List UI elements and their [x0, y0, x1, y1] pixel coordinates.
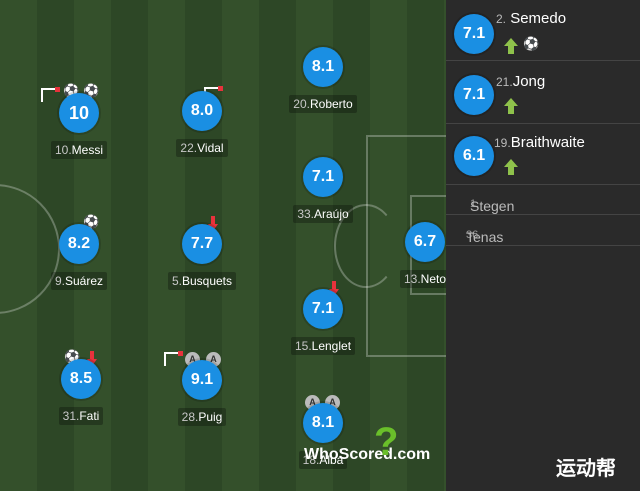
rating-badge: 8.0 [182, 91, 222, 131]
player-label: 10.Messi [19, 141, 139, 159]
player-label: 9.Suárez [19, 272, 139, 290]
rating-badge: 8.1 [303, 403, 343, 443]
player-fati[interactable]: ⚽ 8.5 31.Fati [21, 350, 141, 459]
player-neto[interactable]: 6.7 13.Neto [365, 222, 446, 322]
unused-row-tenas[interactable]: 36.Tenas [446, 215, 640, 246]
sub-name: 19.Braithwaite [494, 134, 585, 151]
player-vidal[interactable]: 8.0 22.Vidal [142, 86, 262, 191]
player-alba[interactable]: A A 8.1 18.Alba [263, 395, 383, 491]
rating-badge: 7.1 [454, 75, 494, 115]
rating-badge: 6.1 [454, 136, 494, 176]
sub-in-icon [504, 98, 518, 114]
player-messi[interactable]: ⚽ ⚽ 10 10.Messi [19, 84, 139, 193]
rating-badge: 6.7 [405, 222, 445, 262]
player-label: 22.Vidal [142, 139, 262, 157]
player-busquets[interactable]: 7.7 5.Busquets [142, 216, 262, 324]
player-label: 20.Roberto [263, 95, 383, 113]
player-label: 28.Puig [142, 408, 262, 426]
player-label: 15.Lenglet [263, 337, 383, 355]
player-label: 33.Araújo [263, 205, 383, 223]
corner-flag-icon [164, 351, 183, 366]
player-label: 13.Neto [365, 270, 446, 288]
rating-badge: 7.1 [303, 157, 343, 197]
goal-icon: ⚽ [523, 36, 540, 51]
logo-question-icon: ? [374, 420, 399, 464]
unused-row-stegen[interactable]: 1. Stegen [446, 184, 640, 215]
pitch: ⚽ ⚽ 10 10.Messi 8.0 22.Vidal 8.1 20.Robe… [0, 0, 446, 491]
player-label: 31.Fati [21, 407, 141, 425]
sub-name: 21.Jong [496, 73, 546, 90]
right-arc [334, 204, 398, 288]
player-label: 18.Alba [263, 451, 383, 469]
sub-in-icon [504, 159, 518, 175]
sub-in-icon [504, 38, 518, 54]
rating-badge: 7.1 [454, 14, 494, 54]
rating-badge: 9.1 [182, 360, 222, 400]
player-label: 5.Busquets [142, 272, 262, 290]
rating-badge: 8.1 [303, 47, 343, 87]
rating-badge: 8.2 [59, 224, 99, 264]
sub-row-braithwaite[interactable]: 6.1 19.Braithwaite [446, 124, 640, 185]
substitutes-panel: 7.1 2. Semedo ⚽ 7.1 21.Jong 6.1 19.Brait… [446, 0, 640, 491]
sub-row-semedo[interactable]: 7.1 2. Semedo ⚽ [446, 0, 640, 61]
player-lenglet[interactable]: 7.1 15.Lenglet [263, 281, 383, 389]
player-suarez[interactable]: ⚽ 8.2 9.Suárez [19, 215, 139, 324]
rating-badge: 8.5 [61, 359, 101, 399]
rating-badge: 7.7 [182, 224, 222, 264]
captain-flag-icon [41, 87, 60, 102]
watermark: 运动帮 [556, 458, 616, 480]
sub-row-jong[interactable]: 7.1 21.Jong [446, 63, 640, 124]
rating-badge: 7.1 [303, 289, 343, 329]
whoscored-logo: ? WhoScored.com [304, 420, 431, 464]
sub-name: 2. Semedo [496, 10, 567, 27]
player-puig[interactable]: A A 9.1 28.Puig [142, 351, 262, 460]
player-roberto[interactable]: 8.1 20.Roberto [263, 47, 383, 147]
rating-badge: 10 [59, 93, 99, 133]
player-araujo[interactable]: 7.1 33.Araújo [263, 157, 383, 257]
